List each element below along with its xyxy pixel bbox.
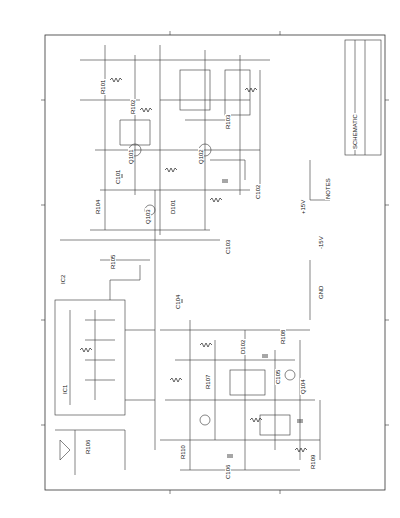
label-holder: R106	[85, 455, 101, 461]
resistor-symbol	[80, 348, 92, 352]
component-label: -15V	[318, 235, 324, 250]
label-holder: R110	[180, 460, 196, 466]
label-holder: R107	[205, 390, 221, 396]
label-holder: R104	[95, 215, 111, 221]
label-holder: C104	[175, 310, 191, 316]
component-label: R109	[310, 454, 316, 470]
component-label: C105	[275, 369, 281, 385]
label-holder: IC2	[60, 285, 71, 291]
component-label: D101	[170, 199, 176, 215]
label-holder: C102	[255, 200, 271, 206]
label-holder: R109	[310, 470, 326, 476]
label-holder: -15V	[318, 250, 333, 256]
label-holder: C105	[275, 385, 291, 391]
label-holder: Q103	[145, 225, 162, 231]
resistor-symbol	[210, 198, 222, 202]
component-label: R110	[180, 444, 186, 460]
capacitor-symbol	[297, 420, 303, 422]
component-label: +15V	[300, 199, 306, 215]
capacitor-symbol	[227, 455, 233, 457]
label-holder: IC1	[62, 395, 73, 401]
label-holder: R101	[100, 95, 116, 101]
component-label: R108	[280, 329, 286, 345]
label-holder: +15V	[300, 215, 316, 221]
label-holder: D102	[240, 355, 256, 361]
resistor-symbol	[170, 378, 182, 382]
component-label: C103	[225, 239, 231, 255]
label-holder: Q102	[198, 165, 215, 171]
resistor-symbol	[295, 448, 307, 452]
component-label: R107	[205, 374, 211, 390]
label-holder: NOTES	[325, 200, 348, 206]
component-label: Q102	[198, 148, 204, 165]
component-label: C104	[175, 294, 181, 310]
capacitor-symbol	[262, 355, 268, 357]
label-holder: SCHEMATIC	[352, 150, 389, 156]
label-holder: R105	[110, 270, 126, 276]
resistor-symbol	[250, 418, 262, 422]
label-holder: Q101	[128, 165, 145, 171]
label-holder: C103	[225, 255, 241, 261]
capacitor-symbol	[222, 180, 228, 182]
component-label: IC2	[60, 274, 66, 285]
component-label: Q104	[300, 378, 306, 395]
resistor-symbol	[245, 88, 257, 92]
component-label: C106	[225, 464, 231, 480]
component-label: C101	[115, 169, 121, 185]
label-holder: GND	[318, 300, 333, 306]
component-label: C102	[255, 184, 261, 200]
component-label: R104	[95, 199, 101, 215]
component-label: D102	[240, 339, 246, 355]
component-label: GND	[318, 285, 324, 300]
label-holder: R108	[280, 345, 296, 351]
note-text: NOTES	[325, 177, 331, 200]
component-label: R103	[225, 114, 231, 130]
label-holder: C101	[115, 185, 131, 191]
component-label: R106	[85, 439, 91, 455]
resistor-symbol	[165, 168, 177, 172]
component-label: R101	[100, 79, 106, 95]
component-label: R102	[130, 99, 136, 115]
label-holder: R103	[225, 130, 241, 136]
resistor-symbol	[200, 343, 212, 347]
label-holder: Q104	[300, 395, 317, 401]
component-label: IC1	[62, 384, 68, 395]
note-text: SCHEMATIC	[352, 113, 358, 150]
resistor-symbol	[110, 78, 122, 82]
resistor-symbol	[140, 108, 152, 112]
label-holder: D101	[170, 215, 186, 221]
component-label: R105	[110, 254, 116, 270]
component-label: Q103	[145, 208, 151, 225]
label-holder: C106	[225, 480, 241, 486]
label-holder: R102	[130, 115, 146, 121]
component-label: Q101	[128, 148, 134, 165]
